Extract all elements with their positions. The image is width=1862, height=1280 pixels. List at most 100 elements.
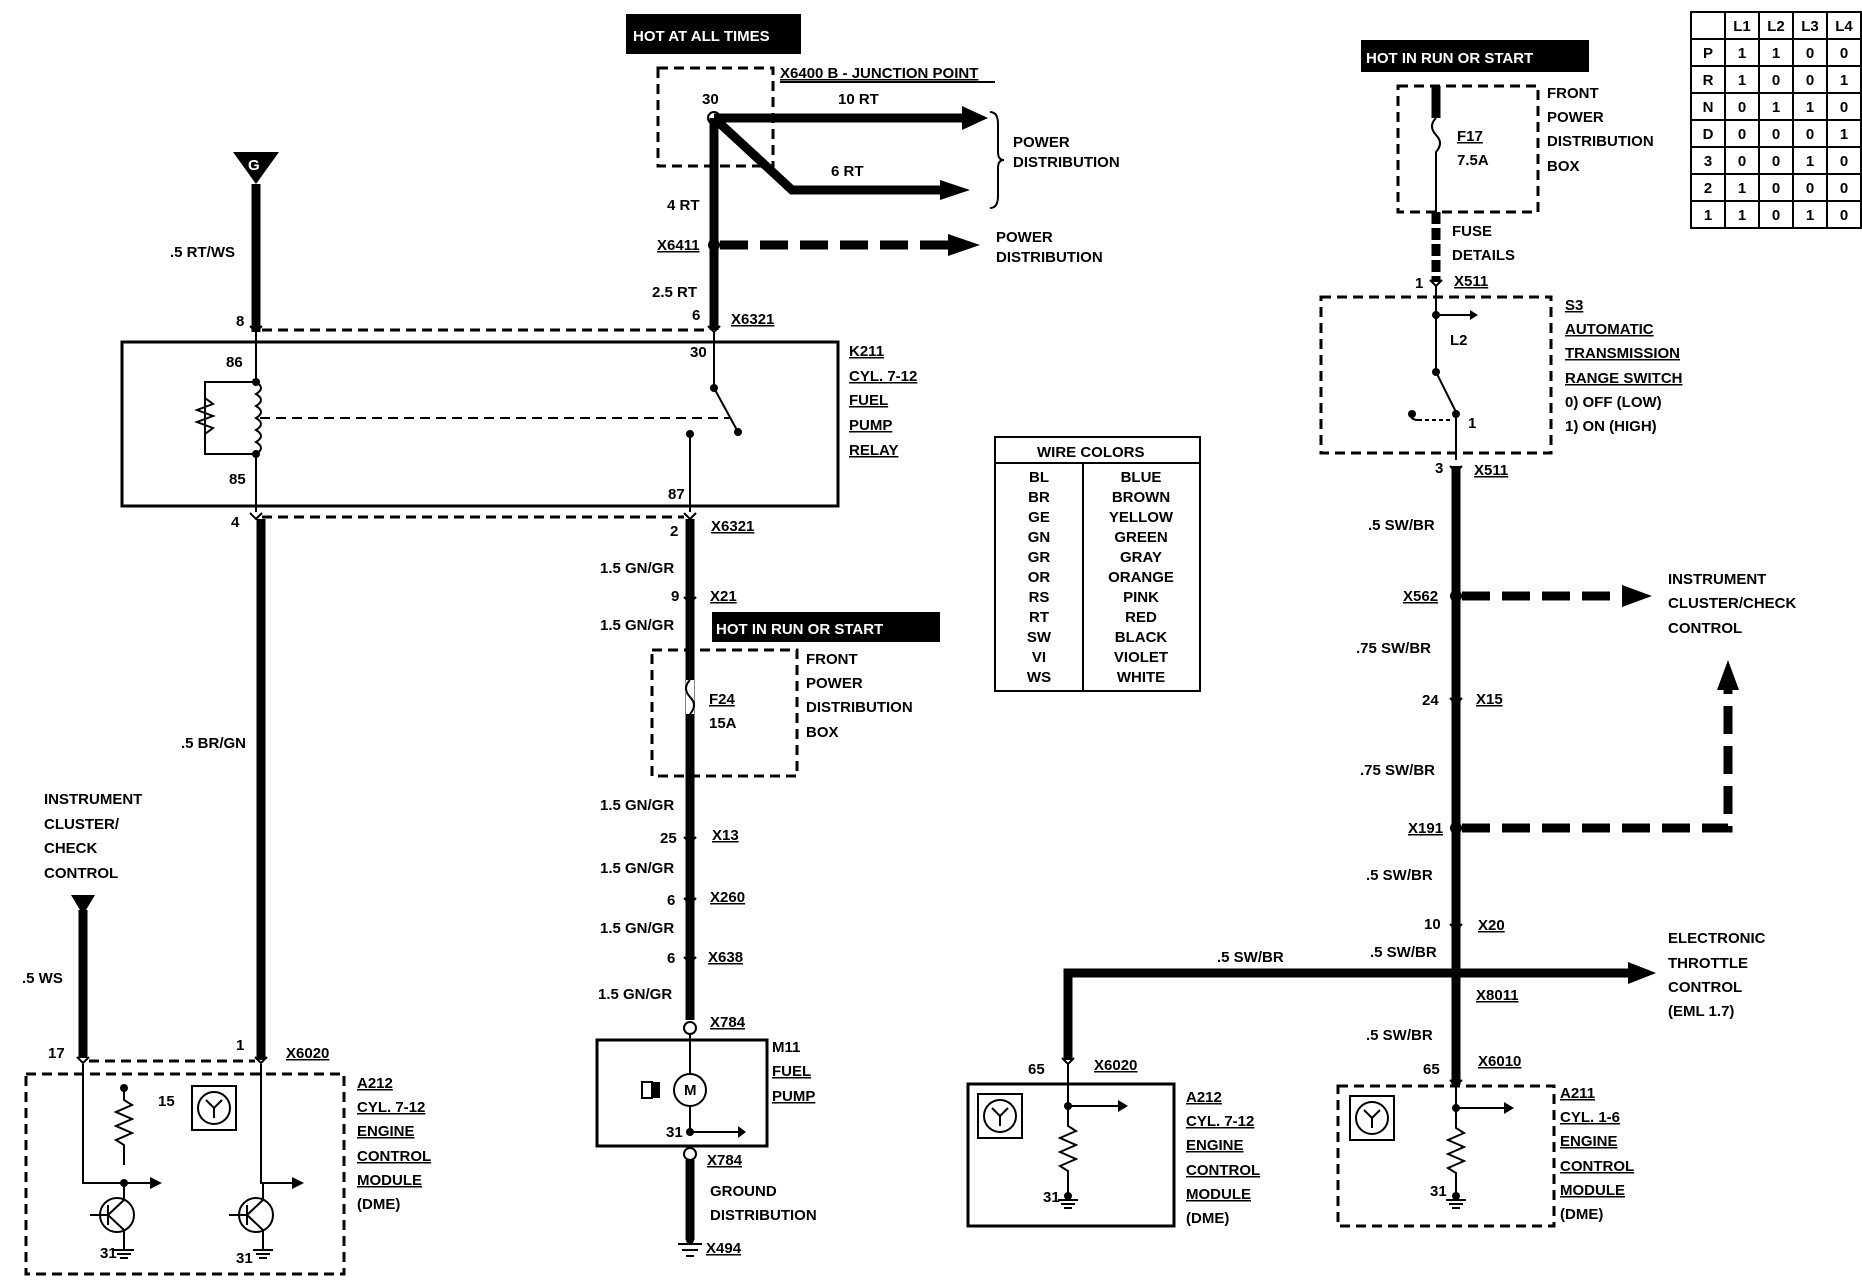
- svg-text:BOX: BOX: [806, 724, 839, 741]
- wire-color-code: RT: [1029, 609, 1049, 626]
- electronic-throttle-control-label: ELECTRONIC THROTTLE CONTROL (EML 1.7): [1668, 930, 1766, 1020]
- wire-color-name: VIOLET: [1114, 649, 1168, 666]
- ground-g-icon: G: [233, 152, 279, 184]
- svg-text:CYL. 7-12: CYL. 7-12: [849, 368, 917, 385]
- wire-color-name: YELLOW: [1109, 509, 1174, 526]
- ecm-a212-mid-label: A212 CYL. 7-12 ENGINE CONTROL MODULE (DM…: [1186, 1089, 1260, 1227]
- fuse-f17-label: FRONT POWER DISTRIBUTION BOX: [1547, 85, 1654, 175]
- truth-table-value: 0: [1840, 180, 1848, 197]
- svg-text:A212: A212: [357, 1075, 393, 1092]
- truth-table-value: 1: [1738, 45, 1746, 62]
- svg-text:X21: X21: [710, 588, 737, 605]
- wire-color-name: WHITE: [1117, 669, 1165, 686]
- svg-text:6: 6: [667, 892, 675, 909]
- svg-text:1.5 GN/GR: 1.5 GN/GR: [600, 560, 674, 577]
- truth-table-value: 0: [1840, 207, 1848, 224]
- svg-text:2: 2: [670, 523, 678, 540]
- svg-text:X260: X260: [710, 889, 745, 906]
- svg-text:G: G: [248, 157, 260, 174]
- wire-color-code: GE: [1028, 509, 1050, 526]
- wire-color-name: RED: [1125, 609, 1157, 626]
- svg-text:WIRE COLORS: WIRE COLORS: [1037, 444, 1145, 461]
- svg-text:FUEL: FUEL: [849, 392, 888, 409]
- svg-text:CONTROL: CONTROL: [1668, 979, 1742, 996]
- truth-table-value: 1: [1806, 153, 1814, 170]
- svg-text:PUMP: PUMP: [772, 1088, 815, 1105]
- svg-text:HOT IN RUN OR START: HOT IN RUN OR START: [716, 621, 883, 638]
- svg-text:M: M: [684, 1082, 697, 1099]
- svg-text:MODULE: MODULE: [357, 1172, 422, 1189]
- wire-color-code: WS: [1027, 669, 1051, 686]
- range-switch-s3-label: S3 AUTOMATIC TRANSMISSION RANGE SWITCH 0…: [1565, 297, 1683, 435]
- truth-table-header: L2: [1767, 18, 1785, 35]
- svg-text:.5 SW/BR: .5 SW/BR: [1368, 517, 1435, 534]
- truth-table-position: R: [1703, 72, 1714, 89]
- svg-text:CONTROL: CONTROL: [44, 865, 118, 882]
- svg-text:CONTROL: CONTROL: [1668, 620, 1742, 637]
- svg-text:31: 31: [1430, 1183, 1447, 1200]
- svg-text:GROUND: GROUND: [710, 1183, 777, 1200]
- svg-text:10: 10: [1424, 916, 1441, 933]
- truth-table-value: 1: [1806, 207, 1814, 224]
- svg-text:ENGINE: ENGINE: [1186, 1137, 1244, 1154]
- truth-table-value: 0: [1806, 45, 1814, 62]
- svg-text:.5 SW/BR: .5 SW/BR: [1366, 867, 1433, 884]
- ecm-a211-right-label: A211 CYL. 1-6 ENGINE CONTROL MODULE (DME…: [1560, 1085, 1634, 1223]
- svg-text:MODULE: MODULE: [1186, 1186, 1251, 1203]
- svg-text:CHECK: CHECK: [44, 840, 98, 857]
- junction-x6400b: X6400 B - JUNCTION POINT 30 10 RT 6 RT 4…: [656, 65, 1005, 214]
- wire-color-name: GREEN: [1114, 529, 1167, 546]
- wire-color-code: GN: [1028, 529, 1051, 546]
- banner-hot-run-start-mid: HOT IN RUN OR START: [712, 612, 940, 642]
- fuse-f17: F17 7.5A: [1396, 84, 1540, 214]
- svg-text:(DME): (DME): [357, 1196, 400, 1213]
- wire-color-code: BL: [1029, 469, 1049, 486]
- truth-table-cell: [1826, 200, 1862, 229]
- fuse-f24-label: FRONT POWER DISTRIBUTION BOX: [806, 651, 913, 741]
- truth-table-header: L1: [1733, 18, 1751, 35]
- svg-text:X6321: X6321: [731, 311, 774, 328]
- svg-text:.75 SW/BR: .75 SW/BR: [1356, 640, 1431, 657]
- svg-text:CONTROL: CONTROL: [1186, 1162, 1260, 1179]
- arrow-right-icon: [1622, 585, 1652, 607]
- ecm-a212-mid: 31: [966, 1064, 1176, 1228]
- truth-table-value: 1: [1772, 45, 1780, 62]
- svg-text:2.5 RT: 2.5 RT: [652, 284, 697, 301]
- svg-text:X784: X784: [707, 1152, 743, 1169]
- svg-text:DISTRIBUTION: DISTRIBUTION: [996, 249, 1103, 266]
- power-distribution-label-2: POWER DISTRIBUTION: [996, 229, 1103, 266]
- truth-table-value: 1: [1738, 72, 1746, 89]
- truth-table-value: 0: [1772, 153, 1780, 170]
- truth-table-position: N: [1703, 99, 1714, 116]
- arrow-left-icon: [962, 106, 988, 130]
- svg-text:CONTROL: CONTROL: [1560, 1158, 1634, 1175]
- svg-text:INSTRUMENT: INSTRUMENT: [1668, 571, 1766, 588]
- wire-color-name: PINK: [1123, 589, 1159, 606]
- truth-table-position: P: [1703, 45, 1713, 62]
- svg-text:(DME): (DME): [1186, 1210, 1229, 1227]
- truth-table-value: 1: [1738, 180, 1746, 197]
- svg-text:X6400 B - JUNCTION POINT: X6400 B - JUNCTION POINT: [780, 65, 978, 82]
- arrow-right-icon: [948, 234, 980, 256]
- svg-text:DISTRIBUTION: DISTRIBUTION: [806, 699, 913, 716]
- arrow-right-icon: [940, 180, 970, 200]
- truth-table-value: 1: [1840, 72, 1848, 89]
- svg-text:HOT AT ALL TIMES: HOT AT ALL TIMES: [633, 28, 770, 45]
- wire-color-code: OR: [1028, 569, 1051, 586]
- svg-text:S3: S3: [1565, 297, 1583, 314]
- svg-text:.5 SW/BR: .5 SW/BR: [1217, 949, 1284, 966]
- svg-text:15A: 15A: [709, 715, 737, 732]
- svg-text:9: 9: [671, 588, 679, 605]
- svg-text:FRONT: FRONT: [806, 651, 858, 668]
- svg-text:1.5 GN/GR: 1.5 GN/GR: [600, 617, 674, 634]
- relay-k211-label: K211 CYL. 7-12 FUEL PUMP RELAY: [849, 343, 917, 459]
- svg-text:65: 65: [1028, 1061, 1045, 1078]
- svg-text:X6020: X6020: [286, 1045, 329, 1062]
- wire-color-name: BROWN: [1112, 489, 1170, 506]
- svg-text:X6321: X6321: [711, 518, 754, 535]
- svg-text:65: 65: [1423, 1061, 1440, 1078]
- svg-text:CYL. 7-12: CYL. 7-12: [357, 1099, 425, 1116]
- truth-table-value: 0: [1772, 180, 1780, 197]
- svg-text:FRONT: FRONT: [1547, 85, 1599, 102]
